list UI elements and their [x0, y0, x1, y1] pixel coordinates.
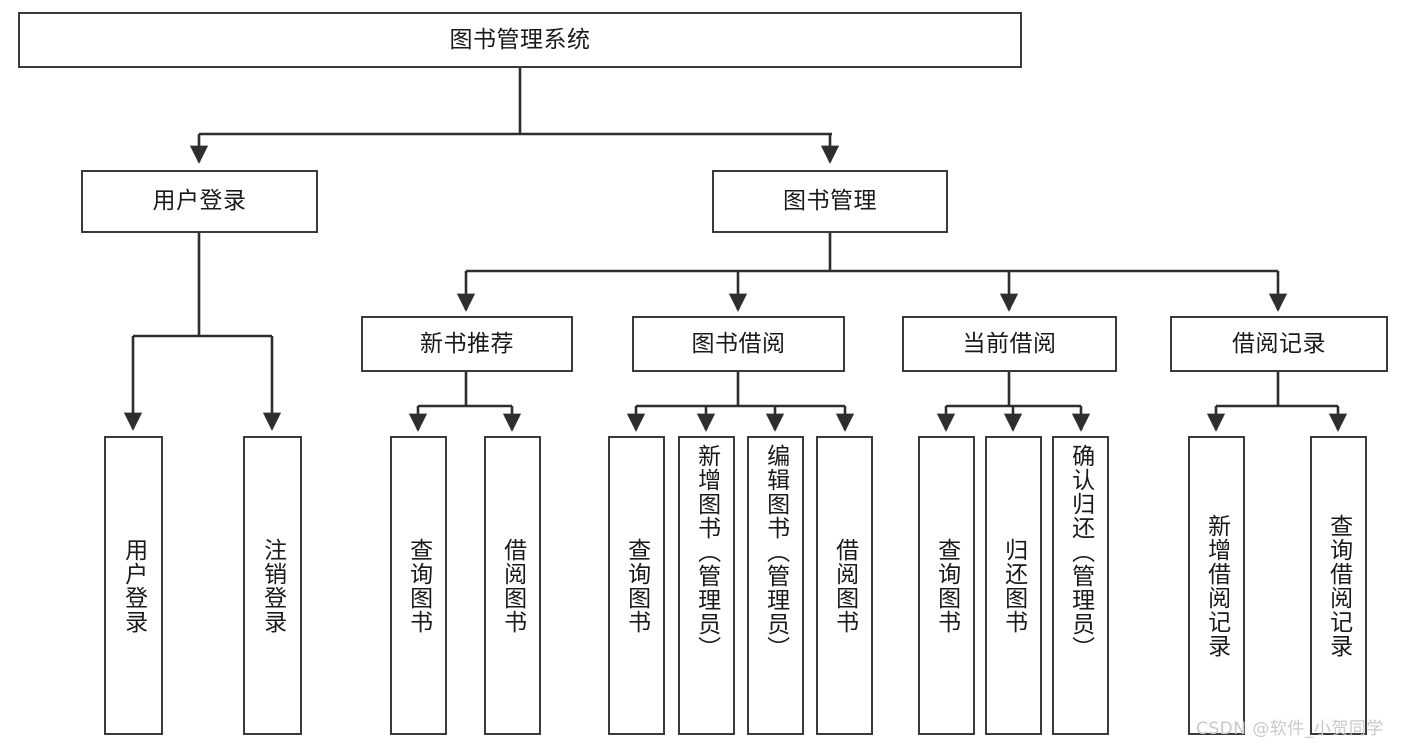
- node-label: 当前借阅: [962, 330, 1057, 357]
- node-root-system[interactable]: 图书管理系统: [18, 12, 1022, 68]
- node-label: 借阅记录: [1232, 330, 1326, 357]
- node-label: 图书管理: [783, 188, 877, 215]
- csdn-watermark: CSDN @软件_小贺同学: [1196, 719, 1384, 739]
- leaf-logout-login[interactable]: 注销登录: [243, 436, 302, 735]
- leaf-edit-book[interactable]: 编辑图书（管理员）: [747, 436, 804, 735]
- leaf-add-borrow-record[interactable]: 新增借阅记录: [1188, 436, 1245, 735]
- leaf-return-book[interactable]: 归还图书: [985, 436, 1042, 735]
- node-label: 注销登录: [259, 537, 286, 634]
- node-label: 用户登录: [152, 188, 247, 215]
- node-label: 借阅图书: [831, 537, 858, 634]
- node-label: 借阅图书: [499, 537, 526, 634]
- leaf-user-login[interactable]: 用户登录: [104, 436, 163, 735]
- leaf-query-borrow-record[interactable]: 查询借阅记录: [1310, 436, 1367, 735]
- leaf-query-book-current[interactable]: 查询图书: [918, 436, 975, 735]
- node-label: 新书推荐: [420, 330, 514, 357]
- node-book-manage[interactable]: 图书管理: [712, 170, 948, 233]
- node-book-borrow[interactable]: 图书借阅: [632, 316, 845, 372]
- node-label: 新增借阅记录: [1203, 513, 1230, 658]
- node-current-borrow[interactable]: 当前借阅: [902, 316, 1117, 372]
- node-new-book-recommend[interactable]: 新书推荐: [361, 316, 573, 372]
- node-borrow-record[interactable]: 借阅记录: [1170, 316, 1388, 372]
- node-label: 归还图书: [1000, 537, 1027, 634]
- node-user-login[interactable]: 用户登录: [81, 170, 318, 233]
- node-label: 查询图书: [405, 537, 432, 634]
- node-label: 查询图书: [623, 537, 650, 634]
- node-label: 编辑图书（管理员）: [762, 444, 789, 660]
- leaf-add-book[interactable]: 新增图书（管理员）: [678, 436, 735, 735]
- leaf-borrow-book[interactable]: 借阅图书: [816, 436, 873, 735]
- node-label: 用户登录: [120, 537, 147, 634]
- node-label: 查询图书: [933, 537, 960, 634]
- node-label: 图书管理系统: [449, 26, 591, 53]
- leaf-confirm-return[interactable]: 确认归还（管理员）: [1052, 436, 1109, 735]
- node-label: 确认归还（管理员）: [1067, 444, 1094, 660]
- node-label: 新增图书（管理员）: [693, 444, 720, 660]
- leaf-query-book-recommend[interactable]: 查询图书: [390, 436, 447, 735]
- node-label: 查询借阅记录: [1325, 513, 1352, 658]
- node-label: 图书借阅: [691, 330, 786, 357]
- leaf-query-book-borrow[interactable]: 查询图书: [608, 436, 665, 735]
- leaf-borrow-book-recommend[interactable]: 借阅图书: [484, 436, 541, 735]
